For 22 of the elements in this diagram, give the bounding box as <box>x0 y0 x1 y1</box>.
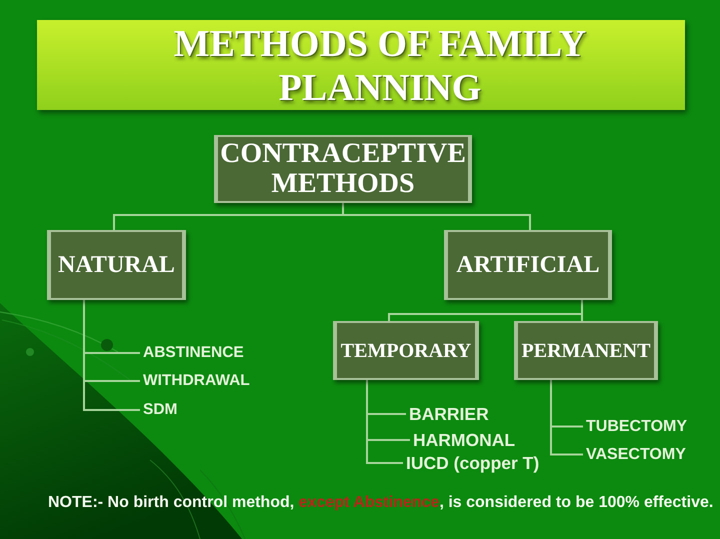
method-label: HARMONAL <box>410 430 516 450</box>
connector-line <box>342 203 531 230</box>
method-label: IUCD (copper T) <box>403 453 540 473</box>
category-label: NATURAL <box>58 251 175 279</box>
connector-line <box>550 380 583 456</box>
category-label: ARTIFICIAL <box>456 251 600 279</box>
method-label: ABSTINENCE <box>140 344 244 362</box>
category-label: PERMANENT <box>522 338 650 362</box>
method-label: SDM <box>140 401 178 419</box>
method-label: TUBECTOMY <box>583 417 688 436</box>
note-text: NOTE:- No birth control method, except Abstinence, is considered to be 100% effective. <box>48 494 714 512</box>
title: METHODS OF FAMILY PLANNING <box>172 22 588 110</box>
method-label: VASECTOMY <box>583 445 686 464</box>
category-box <box>47 230 186 300</box>
category-box <box>444 230 612 300</box>
category-label: CONTRACEPTIVE METHODS <box>219 139 467 199</box>
category-label: TEMPORARY <box>340 338 472 362</box>
category-box <box>333 321 479 380</box>
category-box <box>514 321 658 380</box>
connector-line <box>581 300 583 321</box>
method-label: BARRIER <box>406 404 489 424</box>
method-label: WITHDRAWAL <box>140 372 250 390</box>
